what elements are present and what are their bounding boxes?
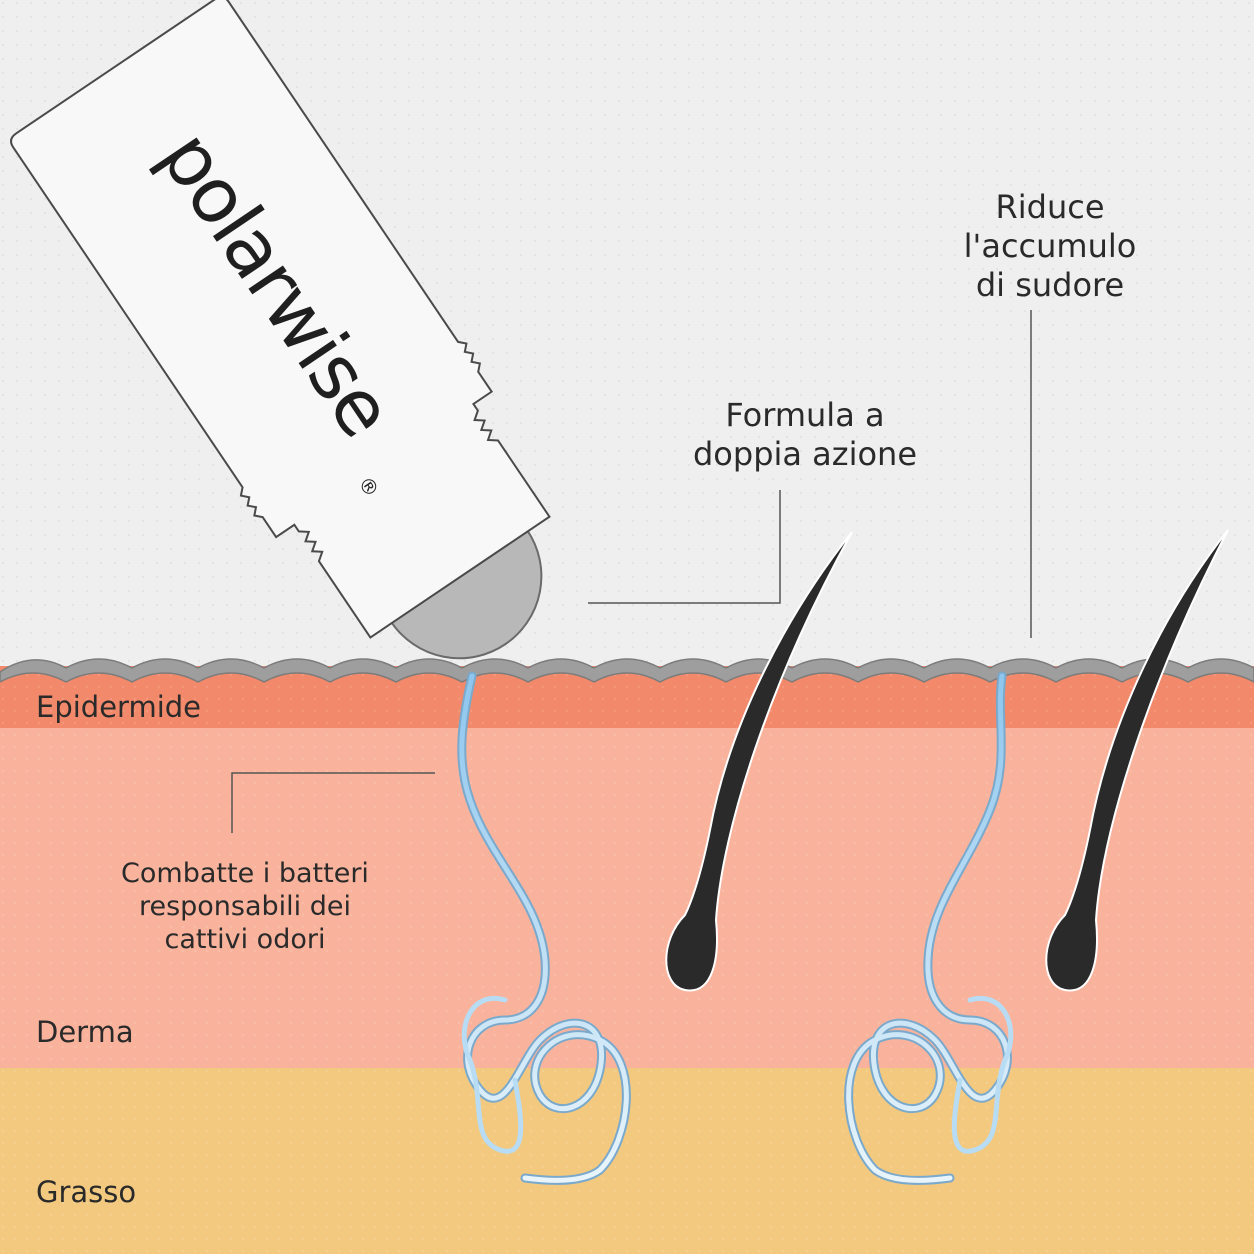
callout-sweat-line-3: di sudore xyxy=(975,266,1125,305)
callout-bacteria: Combatte i batteri responsabili dei catt… xyxy=(70,858,420,957)
bottle-body xyxy=(10,0,551,639)
callout-sweat-line-2: l'accumulo xyxy=(963,227,1137,266)
callout-lines xyxy=(231,310,1032,833)
callout-formula: Formula a doppia azione xyxy=(660,396,950,474)
callout-formula-line-1: Formula a xyxy=(725,396,885,434)
hair-right xyxy=(1045,529,1229,992)
sweat-gland-right xyxy=(844,671,1014,1185)
layer-label-epidermis: Epidermide xyxy=(36,690,202,724)
callout-sweat-line-1: Riduce xyxy=(995,188,1105,226)
callout-bacteria-line-2: responsabili dei xyxy=(138,890,352,922)
callout-sweat: Riduce l'accumulo di sudore xyxy=(930,188,1170,305)
callout-formula-line-2: doppia azione xyxy=(692,435,918,474)
callout-bacteria-line-3: cattivi odori xyxy=(164,923,326,955)
layer-label-fat: Grasso xyxy=(36,1175,137,1209)
skin-surface-wave xyxy=(0,658,1254,683)
leader-formula xyxy=(588,490,781,604)
callout-bacteria-line-1: Combatte i batteri xyxy=(121,858,369,889)
layer-label-derma: Derma xyxy=(36,1015,134,1049)
leader-bacteria xyxy=(231,772,435,833)
hair-left xyxy=(665,531,853,992)
sweat-gland-left xyxy=(457,671,631,1185)
